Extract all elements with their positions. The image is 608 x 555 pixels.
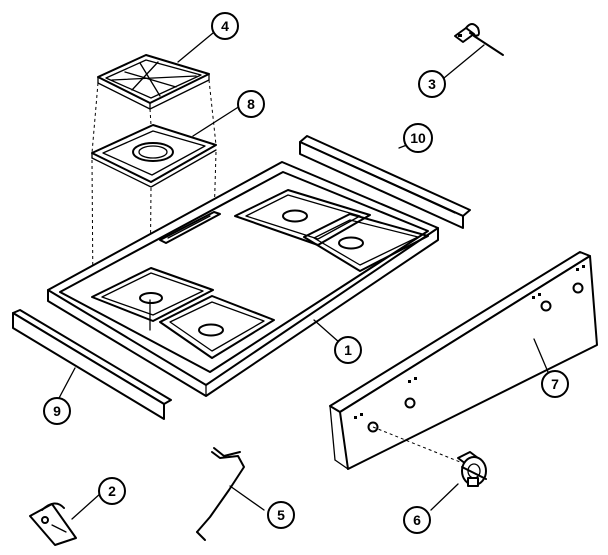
part-7-control-panel (329, 251, 598, 470)
part-5-wire-bracket (196, 447, 245, 541)
part-8-burner-pan (91, 124, 217, 188)
part-10-rear-trim (299, 135, 471, 229)
part-4-grate (97, 54, 210, 110)
callout-1: 1 (334, 336, 362, 364)
callout-7: 7 (541, 370, 569, 398)
leader-lines (57, 32, 549, 520)
callout-9: 9 (43, 397, 71, 425)
callout-5: 5 (267, 501, 295, 529)
callout-8-label: 8 (247, 96, 255, 112)
callout-6: 6 (403, 506, 431, 534)
callout-10: 10 (403, 123, 433, 153)
callout-8: 8 (237, 90, 265, 118)
part-6-valve (457, 451, 487, 487)
part-1-cooktop (47, 161, 439, 397)
callout-10-label: 10 (410, 130, 426, 146)
callout-2-label: 2 (108, 483, 116, 499)
part-9-front-trim (12, 309, 172, 420)
callout-3: 3 (418, 70, 446, 98)
part-3-ignitor (454, 23, 504, 56)
callout-5-label: 5 (277, 507, 285, 523)
callout-7-label: 7 (551, 376, 559, 392)
callout-3-label: 3 (428, 76, 436, 92)
callout-6-label: 6 (413, 512, 421, 528)
callout-1-label: 1 (344, 342, 352, 358)
callout-4: 4 (211, 12, 239, 40)
part-2-ignitor (29, 502, 77, 546)
callout-4-label: 4 (221, 18, 229, 34)
callout-2: 2 (98, 477, 126, 505)
callout-9-label: 9 (53, 403, 61, 419)
